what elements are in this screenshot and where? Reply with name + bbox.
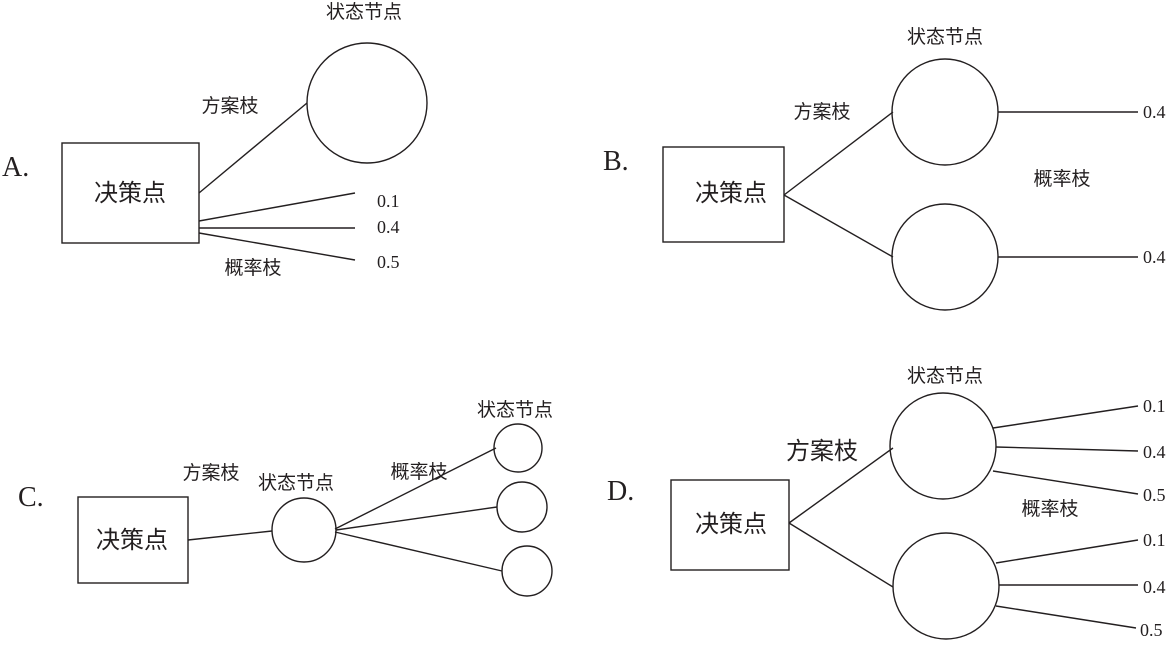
option-d-state-node-upper	[889, 392, 997, 500]
option-d-upper-probability-3: 0.5	[1143, 485, 1166, 505]
option-b: B. 决策点 方案枝 状态节点 0.4 0.4 概率枝	[603, 26, 1166, 311]
option-a-plan-branch-label: 方案枝	[201, 95, 258, 117]
option-c-state-node-root-label: 状态节点	[258, 472, 334, 494]
option-d-plan-branch-upper	[788, 447, 894, 524]
option-c-decision-label: 决策点	[96, 526, 168, 554]
option-c-state-node-2	[496, 481, 548, 533]
option-a-probability-branch-1	[198, 192, 356, 222]
option-b-state-node-label: 状态节点	[907, 26, 983, 48]
option-b-plan-branch-lower	[783, 194, 894, 258]
option-c-state-node-3	[501, 545, 553, 597]
option-d-lower-branch-3	[995, 605, 1137, 629]
option-c-letter: C.	[18, 482, 44, 513]
option-a-plan-branch	[198, 102, 308, 194]
option-a-state-node-label: 状态节点	[326, 1, 402, 23]
option-d-upper-branch-2	[995, 446, 1139, 452]
option-a-probability-branch-3	[198, 232, 356, 261]
option-d-upper-branch-1	[992, 405, 1139, 429]
option-d-decision-label: 决策点	[695, 510, 767, 538]
option-c-state-node-root	[271, 497, 337, 563]
option-d-probability-branch-label: 概率枝	[1021, 498, 1078, 520]
option-a-decision-label: 决策点	[94, 179, 166, 207]
option-d-letter: D.	[607, 476, 634, 507]
option-d-plan-branch-lower	[788, 522, 894, 588]
option-c-plan-branch	[187, 530, 273, 541]
option-c-probability-branch-3	[334, 531, 503, 572]
option-b-decision-label: 决策点	[695, 179, 767, 207]
option-d-state-node-label: 状态节点	[907, 365, 983, 387]
option-b-state-node-lower	[891, 203, 999, 311]
option-d-upper-branch-3	[992, 470, 1139, 495]
option-b-letter: B.	[603, 146, 629, 177]
option-b-plan-branch-label: 方案枝	[793, 101, 850, 123]
option-d-decision-node	[670, 479, 790, 571]
option-c: C. 决策点 方案枝 状态节点 概率枝 状态节点	[18, 399, 553, 597]
option-d-lower-probability-2: 0.4	[1143, 577, 1166, 597]
option-d-plan-branch-label: 方案枝	[786, 437, 858, 465]
option-d-state-node-lower	[892, 532, 1000, 640]
option-c-state-node-label: 状态节点	[477, 399, 553, 421]
option-b-plan-branch-upper	[783, 111, 894, 196]
option-a-probability-3: 0.5	[377, 252, 400, 272]
option-b-probability-1: 0.4	[1143, 102, 1166, 122]
option-c-probability-branch-label: 概率枝	[390, 461, 447, 483]
option-c-probability-branch-2	[335, 506, 498, 531]
option-d-lower-probability-3: 0.5	[1140, 620, 1163, 640]
option-d-upper-probability-1: 0.1	[1143, 396, 1166, 416]
option-b-state-node-upper	[891, 58, 999, 166]
option-a-probability-branch-label: 概率枝	[224, 257, 281, 279]
option-b-probability-2: 0.4	[1143, 247, 1166, 267]
option-c-plan-branch-label: 方案枝	[182, 462, 239, 484]
option-c-state-node-1	[493, 423, 543, 473]
option-a-letter: A.	[2, 152, 29, 183]
option-c-probability-branch-1	[334, 447, 497, 530]
option-d-upper-probability-2: 0.4	[1143, 442, 1166, 462]
option-d-lower-probability-1: 0.1	[1143, 530, 1166, 550]
option-a: A. 决策点 方案枝 状态节点 0.1 0.4 0.5 概率枝	[2, 1, 428, 279]
option-d: D. 决策点 方案枝 状态节点 概率枝 0.1 0.4 0.5 0.1 0.4 …	[607, 365, 1166, 640]
option-b-probability-branch-label: 概率枝	[1033, 168, 1090, 190]
option-a-probability-1: 0.1	[377, 191, 400, 211]
option-a-state-node	[306, 42, 428, 164]
option-d-lower-branch-1	[995, 539, 1139, 564]
option-a-probability-2: 0.4	[377, 217, 400, 237]
